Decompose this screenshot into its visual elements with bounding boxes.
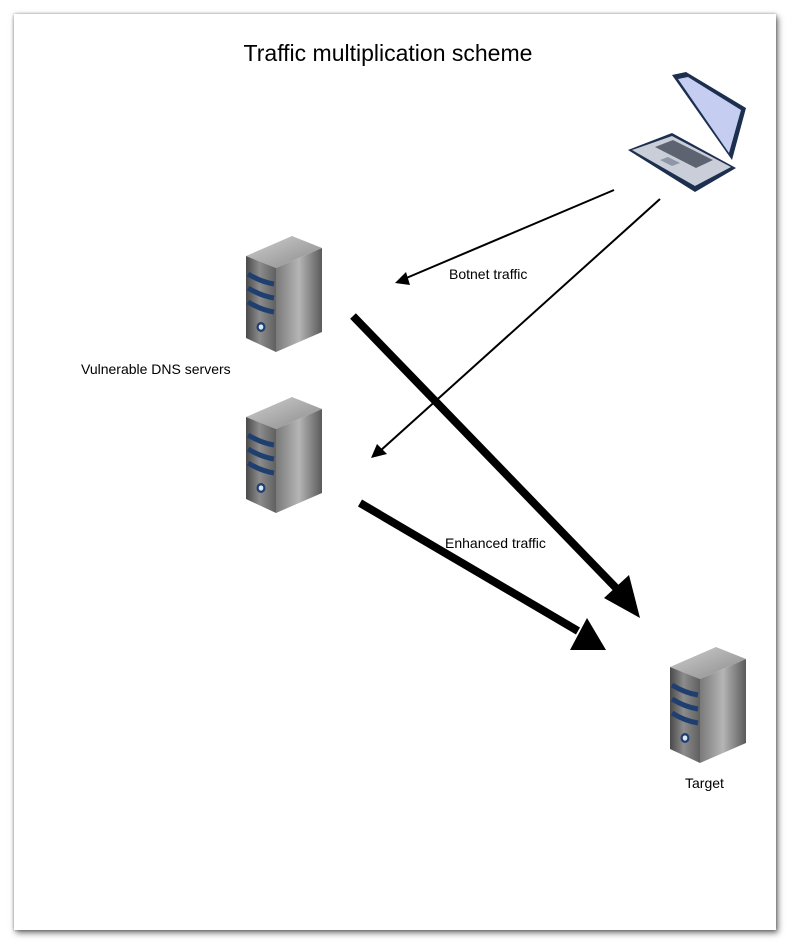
dns-servers-label: Vulnerable DNS servers: [81, 361, 231, 377]
diagram-page: [14, 14, 776, 930]
botnet-traffic-label: Botnet traffic: [449, 266, 528, 282]
enhanced-traffic-arrow: [357, 499, 606, 650]
botnet-arrow: [371, 198, 661, 458]
enhanced-traffic-label: Enhanced traffic: [445, 535, 546, 551]
target-label: Target: [685, 775, 724, 791]
server-icon: [246, 397, 322, 513]
enhanced-traffic-arrow: [350, 313, 640, 618]
botnet-arrow: [395, 189, 615, 285]
server-icon: [670, 647, 746, 763]
laptop-icon: [628, 72, 746, 192]
diagram-title: Traffic multiplication scheme: [243, 40, 533, 66]
server-icon: [246, 236, 322, 352]
